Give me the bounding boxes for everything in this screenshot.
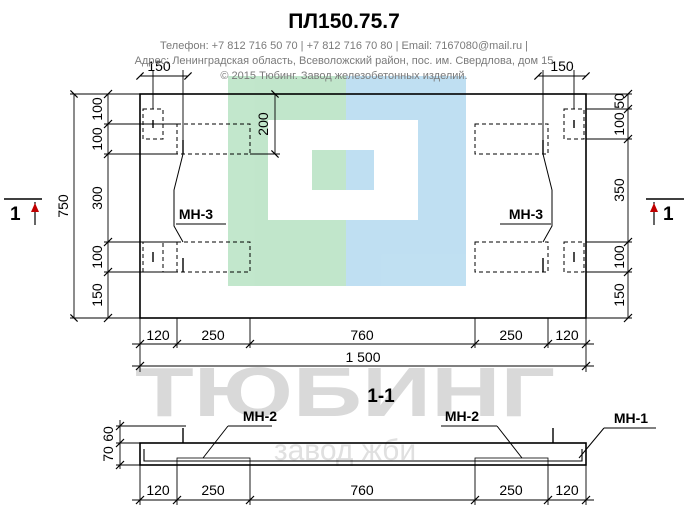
drawing-title: ПЛ150.75.7	[288, 10, 400, 33]
section-left-dim-1: 70	[100, 446, 116, 462]
section-label-mn1: МН-1	[614, 410, 648, 426]
section-arrow-right-icon	[650, 203, 658, 212]
watermark-tagline: завод жби	[274, 434, 416, 467]
right-dim-3: 100	[611, 245, 627, 269]
right-dim-2: 350	[611, 178, 627, 202]
right-dim-1: 100	[611, 112, 627, 136]
inner-dim: 200	[255, 112, 271, 136]
left-dim-4: 150	[89, 283, 105, 307]
loop-recesses-right	[474, 108, 585, 273]
logo-t-left	[268, 150, 312, 220]
copyright-line: © 2015 Тюбинг. Завод железобетонных изде…	[220, 70, 468, 82]
bottom-dim-3: 250	[499, 327, 523, 343]
bottom-dim-2: 760	[350, 327, 374, 343]
rebar-left	[173, 153, 184, 243]
section-view	[115, 420, 656, 505]
left-dim-2: 300	[89, 186, 105, 210]
section-bottom-dim-2: 760	[350, 482, 374, 498]
section-bottom-dim-1: 250	[201, 482, 225, 498]
section-recess-left	[176, 457, 251, 466]
left-dim-3: 100	[89, 245, 105, 269]
logo-t-bar	[268, 120, 418, 150]
logo-t-right	[374, 150, 418, 220]
section-labels: МН-2 МН-2 МН-1	[243, 408, 648, 426]
contacts-line: Телефон: +7 812 716 50 70 | +7 812 716 7…	[159, 40, 529, 52]
bottom-dim-ticks	[135, 339, 591, 371]
rebar-right	[542, 153, 553, 243]
loop-label-left: МН-3	[179, 206, 213, 222]
logo-watermark	[228, 76, 466, 286]
section-left-dim-0: 60	[100, 426, 116, 442]
loop-label-right: МН-3	[509, 206, 543, 222]
plan-labels: МН-3 МН-3	[179, 206, 543, 222]
left-dim-0: 100	[89, 97, 105, 121]
length-total: 1 500	[345, 349, 380, 365]
section-bottom-dim-3: 250	[499, 482, 523, 498]
bottom-dim-4: 120	[555, 327, 579, 343]
left-dim-ticks	[103, 89, 113, 323]
section-markers: 1 1	[10, 204, 674, 225]
section-slab	[139, 442, 587, 466]
logo-t-mid	[312, 190, 374, 220]
section-arrow-left-icon	[31, 203, 39, 212]
section-bottom-dim-0: 120	[146, 482, 170, 498]
left-dim-1: 100	[89, 127, 105, 151]
plan-dimension-labels: 150 150 200 750 100 100 300 100 150 50 1…	[55, 58, 627, 365]
right-dim-4: 150	[611, 283, 627, 307]
top-left-dim: 150	[147, 58, 171, 74]
section-recess-right	[474, 457, 549, 466]
right-dim-ticks	[623, 89, 633, 323]
section-label-mn2-right: МН-2	[445, 408, 479, 424]
section-dimension-labels: 60 70 120 250 760 250 120	[100, 426, 579, 498]
top-right-dim: 150	[550, 58, 574, 74]
address-line: Адрес: Ленинградская область, Всеволожск…	[134, 55, 554, 67]
bottom-dim-0: 120	[146, 327, 170, 343]
right-dim-0: 50	[611, 93, 627, 109]
section-marker-right: 1	[663, 204, 674, 225]
section-marker-left: 1	[10, 204, 21, 225]
plan-view	[4, 70, 684, 372]
height-total: 750	[55, 194, 71, 218]
section-title: 1-1	[367, 386, 395, 407]
bottom-dim-1: 250	[201, 327, 225, 343]
section-label-mn2-left: МН-2	[243, 408, 277, 424]
slab-outline	[139, 93, 587, 319]
section-bottom-dim-4: 120	[555, 482, 579, 498]
